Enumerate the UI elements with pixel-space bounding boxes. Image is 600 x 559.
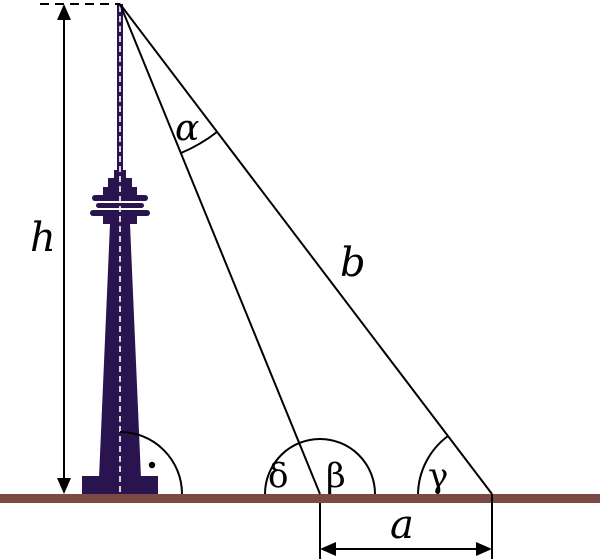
angle-arc-gamma xyxy=(417,435,449,495)
sight-line-near xyxy=(119,3,321,495)
label-beta: β xyxy=(326,456,346,496)
angle-arc-alpha xyxy=(180,131,218,154)
angle-arc-delta-beta xyxy=(264,438,376,495)
label-a: a xyxy=(390,502,414,548)
label-alpha: α xyxy=(175,108,199,149)
right-angle-dot xyxy=(148,461,156,469)
base-dimension xyxy=(319,494,493,559)
label-h: h xyxy=(30,215,56,261)
sight-line-far xyxy=(119,3,493,495)
height-dimension xyxy=(57,4,71,494)
label-delta: δ xyxy=(268,456,288,496)
angle-arc-right-angle xyxy=(119,431,183,495)
ground xyxy=(0,494,600,503)
label-gamma: γ xyxy=(428,456,448,496)
label-b: b xyxy=(340,240,366,286)
